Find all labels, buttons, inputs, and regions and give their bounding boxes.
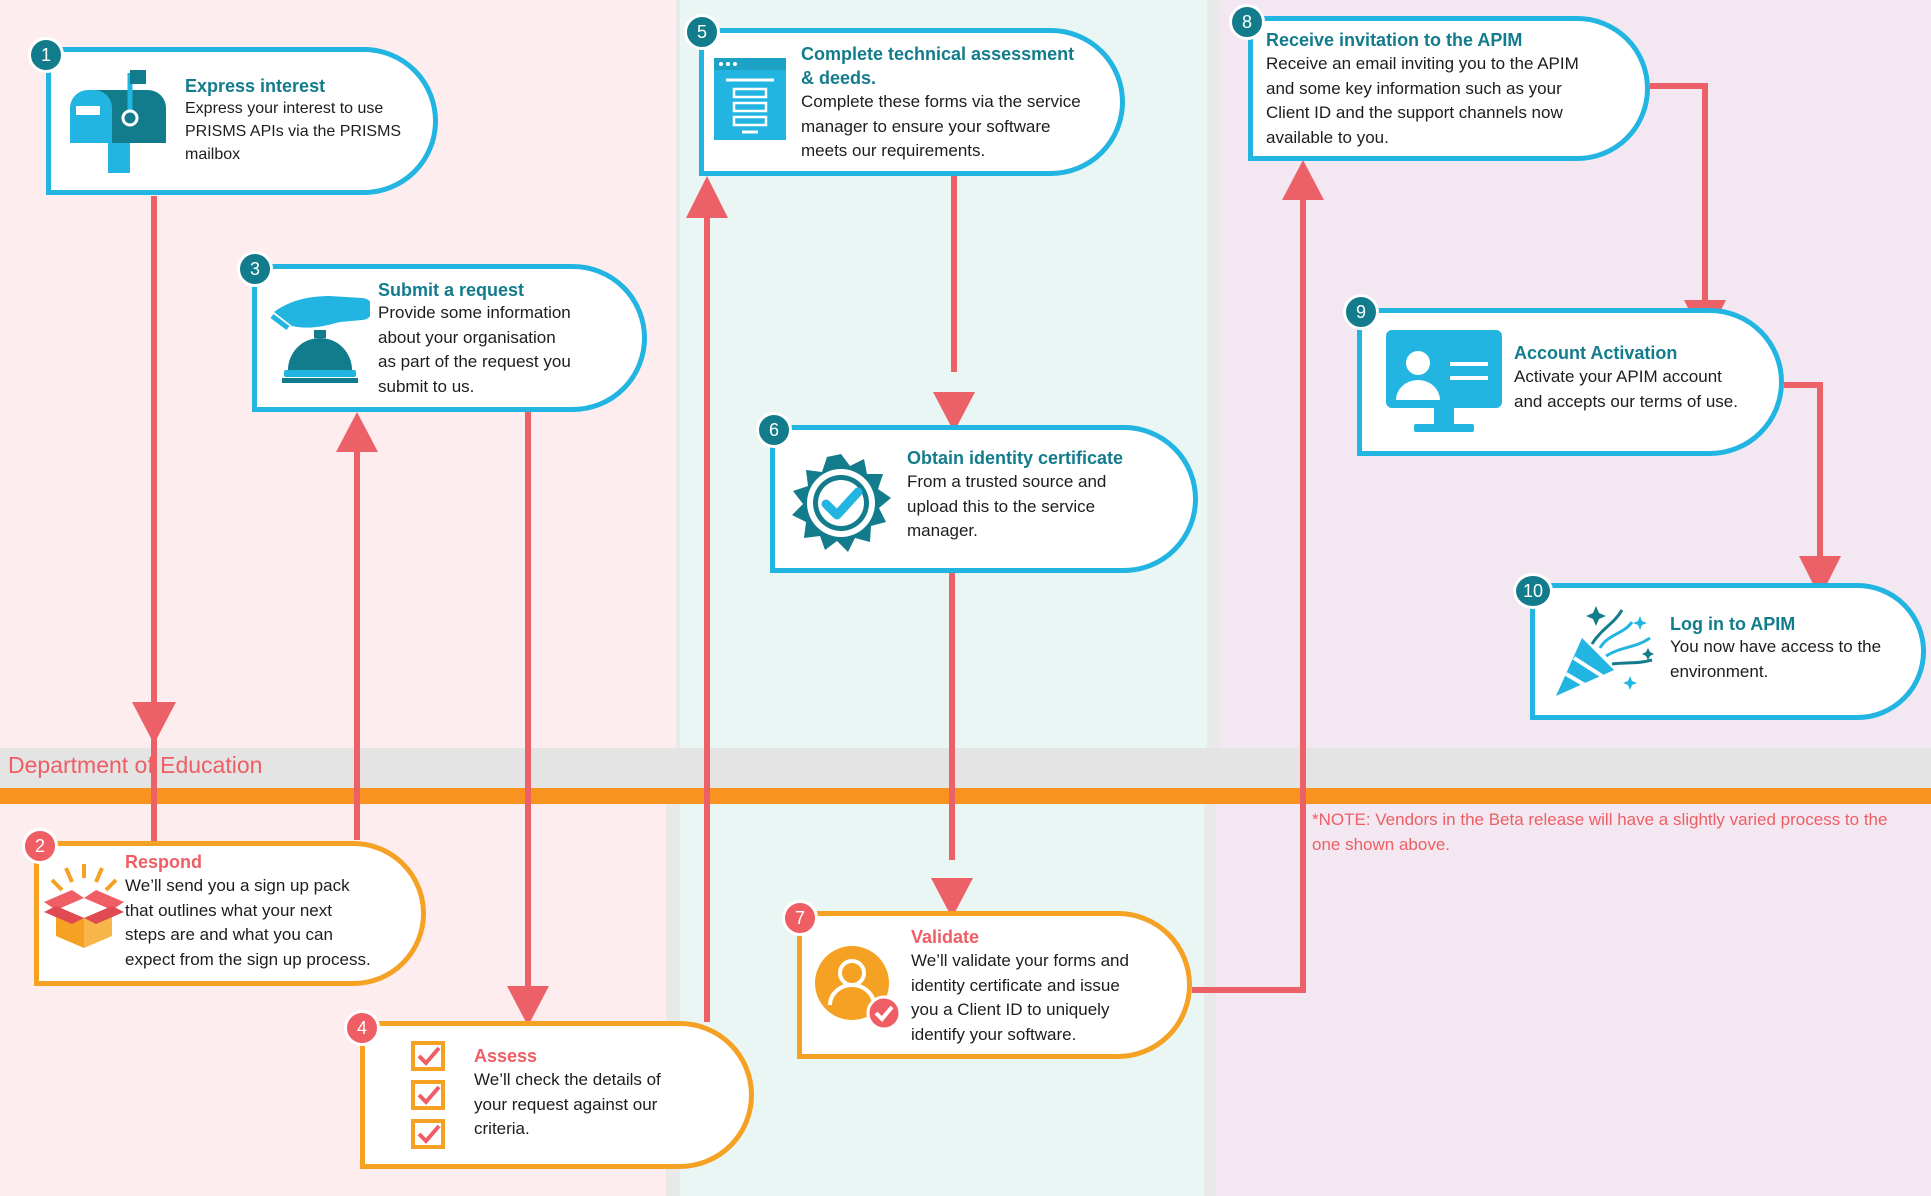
arrowhead-to-8 — [1282, 160, 1324, 200]
step-9-title: Account Activation — [1514, 343, 1678, 363]
open-box-icon — [44, 864, 124, 948]
step-5-badge: 5 — [684, 14, 720, 50]
step-5-line: Complete these forms via the service — [801, 92, 1081, 111]
step-10-line: You now have access to the — [1670, 637, 1882, 656]
step-2-line: that outlines what your next — [125, 900, 332, 920]
step-10-card — [1530, 583, 1926, 720]
lane-header-band — [0, 748, 1931, 788]
connector-8-9 — [1650, 83, 1708, 310]
step-1-badge: 1 — [28, 37, 64, 73]
step-9-line: Activate your APIM account — [1514, 367, 1722, 386]
step-3-line: submit to us. — [378, 376, 475, 396]
step-7-line: identify your software. — [911, 1024, 1077, 1044]
form-window-icon — [714, 58, 786, 140]
step-10-badge: 10 — [1513, 573, 1553, 609]
step-4-badge: 4 — [344, 1010, 380, 1046]
lane-bg-4-top — [1207, 0, 1221, 748]
lane-bg-5-bottom — [1216, 804, 1931, 1196]
connector-7-8 — [1192, 196, 1306, 993]
step-5-description: Complete these forms via the service man… — [801, 90, 1081, 164]
step-4-line: criteria. — [474, 1119, 530, 1138]
party-popper-icon — [1556, 606, 1654, 696]
step-6-badge: 6 — [756, 412, 792, 448]
step-10-line: environment. — [1670, 661, 1769, 681]
step-3-badge: 3 — [237, 251, 273, 287]
lane-label: Department of Education — [8, 752, 263, 778]
step-2-line: expect from the sign up process. — [125, 949, 371, 969]
step-9-line: and accepts our terms of use. — [1514, 391, 1738, 411]
lane-bg-4-bottom — [1204, 804, 1218, 1196]
step-9-description: Activate your APIM account and accepts o… — [1514, 365, 1738, 414]
certificate-badge-icon — [792, 454, 891, 552]
step-2-title: Respond — [125, 852, 203, 872]
arrowhead-to-2 — [132, 702, 176, 744]
step-5-line: manager to ensure your software — [801, 116, 1051, 136]
step-6-line: From a trusted source and — [907, 472, 1107, 491]
step-7-line: identity certificate and issue — [911, 975, 1120, 995]
step-2-description: We’ll send you a sign up pack that outli… — [125, 874, 371, 972]
step-8-card — [1248, 16, 1650, 161]
step-8-line: and some key information such as your — [1266, 78, 1562, 98]
step-3-line: as part of the request you — [378, 352, 571, 371]
step-8-line: Receive an email inviting you to the API… — [1266, 54, 1579, 73]
step-5-title-line: & deeds. — [801, 68, 877, 88]
step-8-title: Receive invitation to the APIM — [1266, 30, 1523, 50]
step-6-description: From a trusted source and upload this to… — [907, 470, 1106, 544]
step-4-line: your request against our — [474, 1094, 658, 1114]
mailbox-icon — [70, 70, 166, 173]
step-5-line: meets our requirements. — [801, 141, 986, 160]
step-7-line: We’ll validate your forms and — [911, 951, 1129, 970]
arrowhead-to-7 — [931, 878, 973, 918]
monitor-profile-icon — [1386, 330, 1502, 432]
step-7-badge: 7 — [782, 900, 818, 936]
step-3-line: Provide some information — [378, 303, 571, 322]
step-1-title: Express interest — [185, 76, 326, 96]
checklist-icon — [411, 1041, 445, 1149]
verified-user-icon — [815, 946, 902, 1031]
step-2-line: We’ll send you a sign up pack — [125, 876, 350, 895]
step-10-title: Log in to APIM — [1670, 614, 1796, 634]
arrowhead-to-6 — [933, 392, 975, 432]
step-1-line: Express your interest to use — [185, 100, 384, 117]
step-5-title: Complete technical assessment & deeds. — [801, 42, 1074, 90]
step-6-title: Obtain identity certificate — [907, 448, 1124, 468]
arrowhead-to-5 — [686, 176, 728, 218]
step-4-description: We’ll check the details of your request … — [474, 1068, 661, 1142]
step-3-line: about your organisation — [378, 327, 556, 347]
connector-9-10 — [1784, 382, 1823, 560]
step-8-badge: 8 — [1229, 4, 1265, 40]
step-2-badge: 2 — [22, 828, 58, 864]
service-bell-icon — [270, 296, 370, 383]
step-7-description: We’ll validate your forms and identity c… — [911, 949, 1129, 1047]
arrowhead-to-10 — [1799, 556, 1841, 598]
step-3-title: Submit a request — [378, 280, 525, 300]
step-3-description: Provide some information about your orga… — [378, 301, 571, 399]
step-8-description: Receive an email inviting you to the API… — [1266, 52, 1579, 150]
lane-divider — [0, 788, 1931, 804]
step-7-title: Validate — [911, 927, 980, 947]
step-4-line: We’ll check the details of — [474, 1070, 661, 1089]
step-2-line: steps are and what you can — [125, 925, 333, 944]
arrowhead-to-4 — [507, 986, 549, 1026]
step-9-badge: 9 — [1343, 294, 1379, 330]
step-6-line: upload this to the service — [907, 496, 1096, 516]
step-6-line: manager. — [907, 521, 978, 540]
step-4-title: Assess — [474, 1046, 538, 1066]
step-6-card — [770, 425, 1198, 573]
beta-note: *NOTE: Vendors in the Beta release will … — [1312, 810, 1888, 854]
arrowhead-to-3 — [336, 412, 378, 452]
step-8-line: Client ID and the support channels now — [1266, 103, 1563, 122]
step-7-line: you a Client ID to uniquely — [911, 1000, 1110, 1019]
step-5-title-line: Complete technical assessment — [801, 44, 1075, 64]
step-10-description: You now have access to the environment. — [1670, 635, 1881, 684]
step-1-description: Express your interest to use PRISMS APIs… — [185, 97, 401, 166]
step-1-line: mailbox — [185, 146, 241, 163]
step-8-line: available to you. — [1266, 127, 1389, 147]
step-1-line: PRISMS APIs via the PRISMS — [185, 123, 402, 140]
